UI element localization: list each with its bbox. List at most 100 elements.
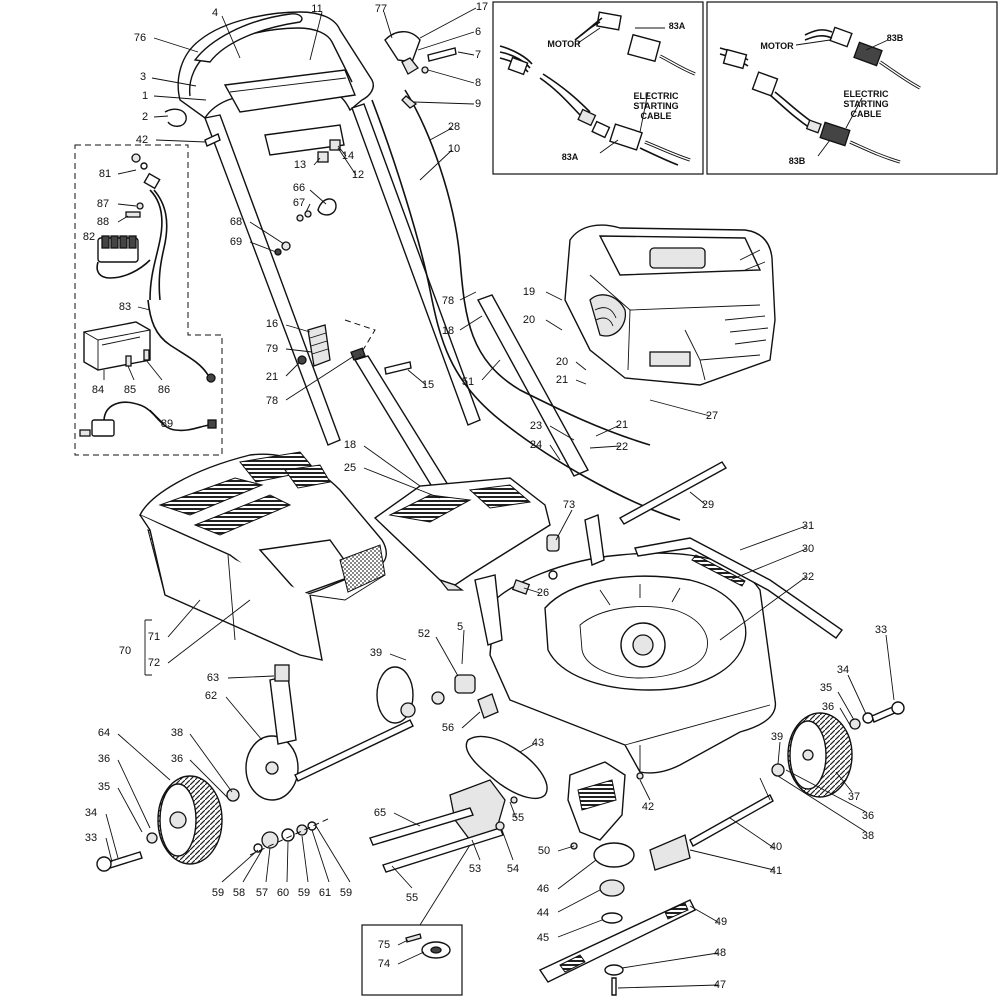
part-label-44: 23: [530, 420, 542, 432]
part-label-5: 42: [136, 134, 148, 146]
inset-83b-label-4: CABLE: [851, 109, 882, 119]
part-label-82: 38: [171, 727, 183, 739]
part-label-46: 21: [616, 419, 628, 431]
inset-83b-label-0: MOTOR: [760, 41, 794, 51]
part-label-12: 9: [475, 98, 481, 110]
part-label-43: 27: [706, 410, 718, 422]
part-label-39: 18: [442, 325, 454, 337]
inset-83a-label-4: CABLE: [641, 111, 672, 121]
drive-assembly: [245, 664, 548, 873]
part-label-68: 35: [820, 682, 832, 694]
part-label-14: 10: [448, 143, 460, 155]
part-label-54: 32: [802, 571, 814, 583]
part-label-9: 6: [475, 26, 481, 38]
part-label-36: 19: [523, 286, 535, 298]
part-label-22: 81: [99, 168, 111, 180]
part-label-32: 84: [92, 384, 104, 396]
part-label-18: 66: [293, 182, 305, 194]
part-label-71: 37: [848, 791, 860, 803]
part-label-20: 68: [230, 216, 242, 228]
inset-83a-label-0: MOTOR: [547, 39, 581, 49]
part-label-11: 8: [475, 77, 481, 89]
part-label-72: 36: [862, 810, 874, 822]
inset-83a-label-3: STARTING: [633, 101, 678, 111]
inset-74-75: [361, 844, 471, 996]
part-label-79: 35: [98, 781, 110, 793]
inset-83b-label-2: ELECTRIC: [844, 89, 890, 99]
part-label-50: 29: [702, 499, 714, 511]
part-label-1: 76: [134, 32, 146, 44]
part-label-19: 67: [293, 197, 305, 209]
rear-wheel-right: [771, 701, 905, 798]
part-label-78: 36: [98, 753, 110, 765]
leader-lines: [103, 7, 895, 989]
rear-flap: [373, 477, 551, 591]
part-label-93: 49: [715, 916, 727, 928]
part-label-2: 3: [140, 71, 146, 83]
inset-83b: [706, 1, 998, 175]
rear-rods: [511, 461, 843, 639]
part-label-45: 24: [530, 439, 542, 451]
part-label-86: 54: [507, 863, 519, 875]
engine-block: [564, 224, 776, 386]
part-label-96: 59: [212, 887, 224, 899]
part-label-64: 56: [442, 722, 454, 734]
part-label-58: 39: [370, 647, 382, 659]
part-label-87: 53: [469, 863, 481, 875]
part-label-34: 86: [158, 384, 170, 396]
handle-assembly: [164, 11, 681, 537]
part-label-100: 59: [298, 887, 310, 899]
part-label-66: 33: [875, 624, 887, 636]
part-label-104: 74: [378, 958, 390, 970]
part-label-13: 28: [448, 121, 460, 133]
part-label-98: 57: [256, 887, 268, 899]
part-label-47: 22: [616, 441, 628, 453]
part-label-10: 7: [475, 49, 481, 61]
part-label-55: 26: [537, 587, 549, 599]
inset-83a-label-2: ELECTRIC: [634, 91, 680, 101]
part-label-103: 75: [378, 939, 390, 951]
inset-83a-label-5: 83A: [562, 152, 579, 162]
part-label-81: 33: [85, 832, 97, 844]
inset-83b-label-5: 83B: [789, 156, 806, 166]
inset-83b-label-1: 83B: [887, 33, 904, 43]
part-label-91: 44: [537, 907, 549, 919]
part-label-3: 1: [142, 90, 148, 102]
part-label-6: 11: [311, 3, 322, 15]
part-label-60: 70: [119, 645, 131, 657]
part-label-101: 61: [319, 887, 331, 899]
part-label-74: 40: [770, 841, 782, 853]
part-label-4: 2: [142, 111, 148, 123]
part-label-52: 31: [802, 520, 814, 532]
part-label-94: 48: [714, 947, 726, 959]
part-label-90: 46: [537, 883, 549, 895]
part-label-56: 5: [457, 621, 463, 633]
part-label-40: 20: [556, 356, 568, 368]
part-label-84: 65: [374, 807, 386, 819]
part-label-99: 60: [277, 887, 289, 899]
part-label-70: 39: [771, 731, 783, 743]
part-label-89: 50: [538, 845, 550, 857]
part-label-61: 72: [148, 657, 160, 669]
part-label-59: 71: [148, 631, 160, 643]
front-wheel-left: [96, 775, 240, 872]
inset-83b-label-3: STARTING: [843, 99, 888, 109]
part-label-80: 34: [85, 807, 97, 819]
part-label-16: 13: [294, 159, 306, 171]
part-label-62: 63: [207, 672, 219, 684]
part-label-92: 45: [537, 932, 549, 944]
part-label-37: 20: [523, 314, 535, 326]
part-label-48: 18: [344, 439, 356, 451]
part-label-51: 73: [563, 499, 575, 511]
part-label-88: 55: [406, 892, 418, 904]
part-label-35: 89: [161, 418, 173, 430]
part-label-23: 87: [97, 198, 109, 210]
part-label-42: 51: [462, 376, 474, 388]
part-label-65: 43: [532, 737, 544, 749]
part-label-33: 85: [124, 384, 136, 396]
part-label-27: 16: [266, 318, 278, 330]
